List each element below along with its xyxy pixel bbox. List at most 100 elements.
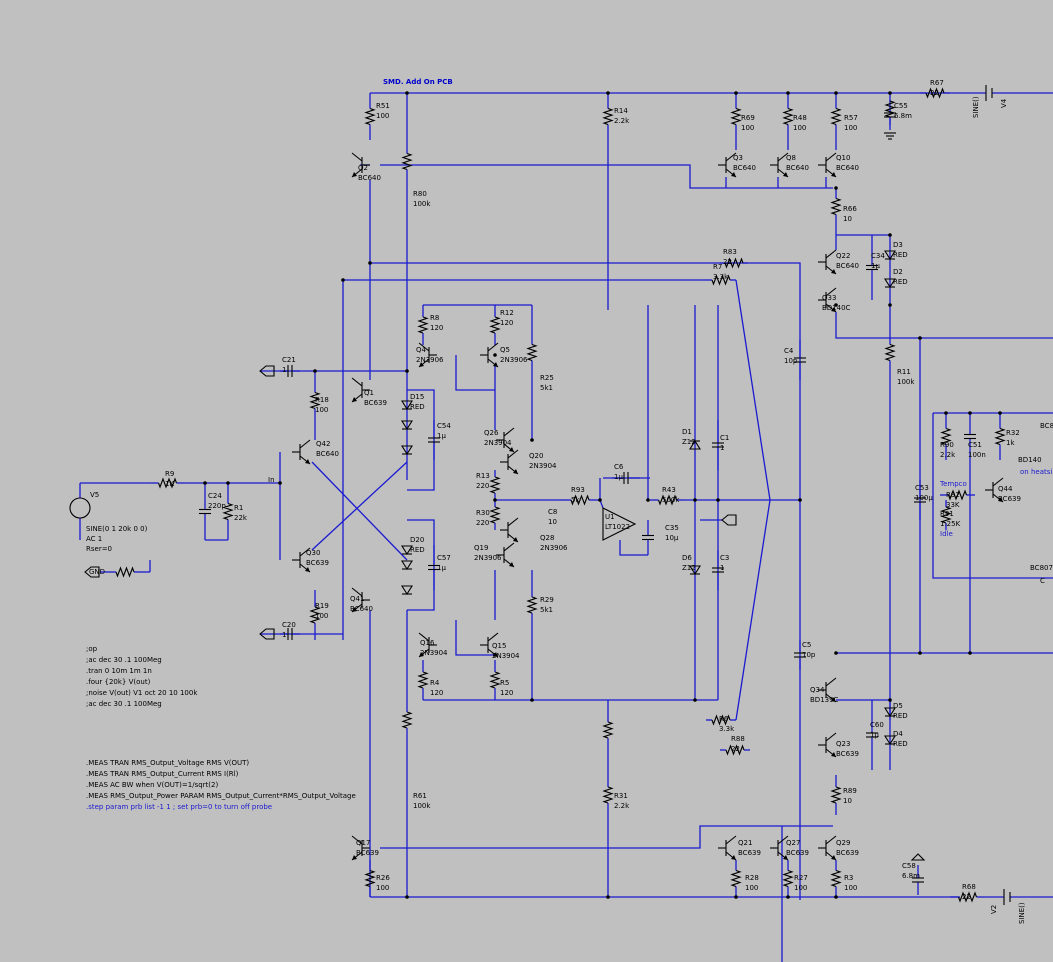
- component-ref: R83: [723, 248, 737, 256]
- component-ref: R6: [719, 715, 729, 723]
- label-bc807: BC807: [1030, 564, 1053, 572]
- transistor: [818, 249, 837, 275]
- component-value: 2N3904: [484, 439, 512, 447]
- component-value: 2.2k: [940, 451, 956, 459]
- transistor: [500, 517, 519, 543]
- component-ref: C34: [871, 252, 885, 260]
- component-value: 1.25K: [940, 520, 961, 528]
- voltage-source: [69, 497, 91, 519]
- net-label-tempco: Tempco: [939, 480, 967, 488]
- component-ref: R69: [741, 114, 755, 122]
- component-ref: Q16: [420, 639, 435, 647]
- transistor: [818, 732, 837, 758]
- component-ref: Q17: [356, 839, 370, 847]
- component-value: RED: [410, 403, 425, 411]
- component-ref: Q27: [786, 839, 800, 847]
- junction-dot: [493, 353, 497, 357]
- component-ref: R67: [930, 79, 944, 87]
- component-value: 220: [476, 519, 489, 527]
- transistor: [351, 835, 370, 861]
- component-ref: R30: [476, 509, 490, 517]
- resistor: [830, 197, 842, 216]
- wire: [735, 499, 771, 721]
- junction-dot: [716, 498, 720, 502]
- component-value: 10: [843, 215, 852, 223]
- component-ref: C53: [915, 484, 929, 492]
- component-ref: R19: [315, 602, 329, 610]
- component-ref: R68: [962, 883, 976, 891]
- transistor: [718, 835, 737, 861]
- component-ref: R11: [897, 368, 911, 376]
- component-value: 100: [794, 884, 807, 892]
- transistor: [351, 377, 370, 403]
- transistor: [480, 342, 499, 368]
- resistor: [994, 427, 1006, 446]
- component-value: 10p: [784, 357, 798, 365]
- opamp: [602, 507, 637, 541]
- component-value: 10: [548, 518, 557, 526]
- component-ref: R80: [413, 190, 427, 198]
- transistor: [480, 632, 499, 658]
- wire: [311, 461, 408, 551]
- transistor: [418, 632, 437, 658]
- component-ref: Q20: [529, 452, 543, 460]
- component-ref: Q8: [786, 154, 796, 162]
- junction-dot: [888, 698, 892, 702]
- component-ref: Q3: [733, 154, 743, 162]
- wire: [380, 825, 833, 849]
- meas-line: .MEAS AC BW when V(OUT)=1/sqrt(2): [86, 781, 218, 789]
- component-ref: BC8: [1040, 422, 1053, 430]
- component-value: LT1022: [605, 523, 630, 531]
- component-ref: Q4: [416, 346, 427, 354]
- component-value: 33K: [946, 501, 960, 509]
- component-ref: R4: [430, 679, 440, 687]
- component-ref: C24: [208, 492, 222, 500]
- component-value: 220: [476, 482, 489, 490]
- resistor: [940, 506, 952, 524]
- resistor: [489, 506, 501, 524]
- label-r6: R63.3k: [719, 715, 735, 733]
- label-bc8: BC8: [1040, 422, 1053, 430]
- diode: [401, 445, 413, 456]
- transistor: [770, 835, 789, 861]
- component-value: BC639: [738, 849, 761, 857]
- component-value: BC640: [358, 174, 381, 182]
- junction-dot: [888, 303, 892, 307]
- component-value: 10: [843, 797, 852, 805]
- diode: [401, 400, 413, 411]
- component-value: 500k: [662, 496, 680, 504]
- transistor: [818, 152, 837, 178]
- junction-dot: [405, 895, 409, 899]
- component-ref: R29: [540, 596, 554, 604]
- port-flag: [259, 628, 275, 640]
- component-ref: U1: [605, 513, 615, 521]
- component-ref: Q5: [500, 346, 510, 354]
- component-ref: Q28: [540, 534, 554, 542]
- resistor: [884, 343, 896, 362]
- directive-line: .four {20k} V(out): [86, 678, 151, 686]
- junction-dot: [834, 186, 838, 190]
- component-ref: D4: [893, 730, 903, 738]
- ground-label: GND: [89, 568, 105, 576]
- component-value: 100k: [413, 200, 431, 208]
- component-value: 1µ: [437, 432, 446, 440]
- component-value: RED: [410, 546, 425, 554]
